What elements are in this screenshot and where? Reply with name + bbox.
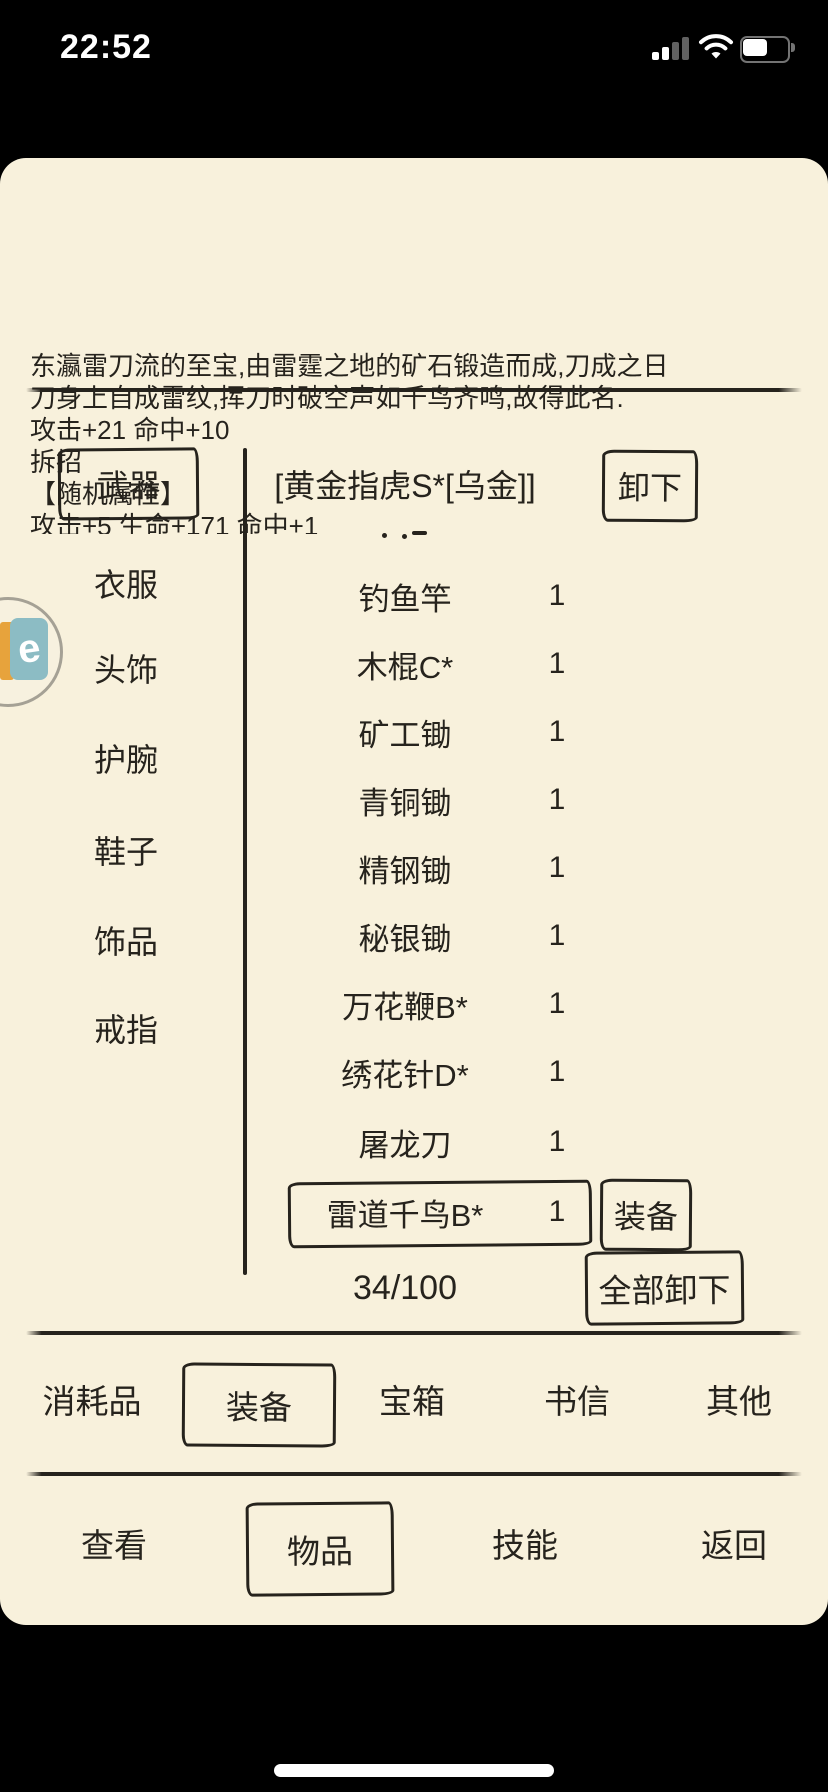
description-line: 攻击+21 命中+10 <box>30 415 230 445</box>
item-count: 1 <box>548 783 566 816</box>
unequip-button[interactable]: 卸下 <box>601 449 699 523</box>
nav-skills-button[interactable]: 技能 <box>492 1527 558 1564</box>
item-name: 青铜锄 <box>358 785 452 821</box>
selected-item-name: 雷道千鸟B* <box>326 1197 484 1233</box>
divider-description <box>26 388 802 392</box>
item-count: 1 <box>548 919 566 952</box>
game-screen: 东瀛雷刀流的至宝,由雷霆之地的矿石锻造而成,刀成之日 刀身上自成雷纹,挥刀时破空… <box>0 158 828 1625</box>
nav-view-button[interactable]: 查看 <box>81 1527 147 1564</box>
item-name: 绣花针D* <box>341 1057 469 1093</box>
item-name: 秘银锄 <box>358 921 452 957</box>
sidebar-item-label: 武器 <box>96 467 161 505</box>
description-line: 刀身上自成雷纹,挥刀时破空声如千鸟齐鸣,故得此名. <box>30 383 624 413</box>
item-name: 钓鱼竿 <box>358 581 452 617</box>
status-bar: 22:52 <box>0 0 828 158</box>
wifi-icon <box>698 34 734 67</box>
sidebar-item-bracers[interactable]: 护腕 <box>93 742 158 778</box>
tab-equipment[interactable]: 装备 <box>181 1362 337 1448</box>
description-line: 【随机属性】 <box>30 479 187 509</box>
divider-nav <box>26 1472 802 1476</box>
tab-letters[interactable]: 书信 <box>544 1383 610 1420</box>
tab-others[interactable]: 其他 <box>706 1383 772 1420</box>
cellular-signal-icon <box>652 36 696 60</box>
sidebar-item-ring[interactable]: 戒指 <box>93 1012 158 1048</box>
home-indicator[interactable] <box>274 1764 554 1777</box>
divider-vertical <box>243 448 247 1275</box>
equip-button[interactable]: 装备 <box>599 1178 693 1252</box>
divider-tabs <box>26 1331 802 1335</box>
item-count: 1 <box>548 579 566 612</box>
item-name: 万花鞭B* <box>342 989 468 1025</box>
item-count: 1 <box>548 851 566 884</box>
item-name: 矿工锄 <box>358 717 452 753</box>
item-count: 1 <box>548 987 566 1020</box>
selected-item-count: 1 <box>548 1195 566 1228</box>
item-name: 精钢锄 <box>358 853 452 889</box>
sidebar-item-shoes[interactable]: 鞋子 <box>93 834 158 870</box>
tab-consumables[interactable]: 消耗品 <box>42 1383 142 1420</box>
sidebar-item-headwear[interactable]: 头饰 <box>93 652 158 688</box>
battery-icon <box>740 36 796 63</box>
item-count: 1 <box>548 647 566 680</box>
sidebar-item-clothes[interactable]: 衣服 <box>93 567 158 603</box>
sidebar-item-accessory[interactable]: 饰品 <box>93 924 158 960</box>
nav-items-button[interactable]: 物品 <box>245 1501 395 1597</box>
item-name: 木棍C* <box>356 649 454 685</box>
sidebar-item-weapon[interactable]: 武器 <box>57 447 200 521</box>
item-count: 1 <box>548 1055 566 1088</box>
equipped-item-name: [黄金指虎S*[乌金]] <box>274 468 536 504</box>
item-count: 1 <box>548 715 566 748</box>
unequip-all-button[interactable]: 全部卸下 <box>584 1250 745 1326</box>
capacity-counter: 34/100 <box>353 1268 457 1307</box>
tab-chests[interactable]: 宝箱 <box>379 1383 445 1420</box>
description-line: 东瀛雷刀流的至宝,由雷霆之地的矿石锻造而成,刀成之日 <box>30 351 669 381</box>
description-line: 拆招 <box>30 447 83 477</box>
item-count: 1 <box>548 1125 566 1158</box>
nav-back-button[interactable]: 返回 <box>701 1527 767 1564</box>
item-name: 屠龙刀 <box>358 1127 452 1163</box>
assistant-logo-icon: e <box>10 618 48 680</box>
clock: 22:52 <box>60 28 152 66</box>
